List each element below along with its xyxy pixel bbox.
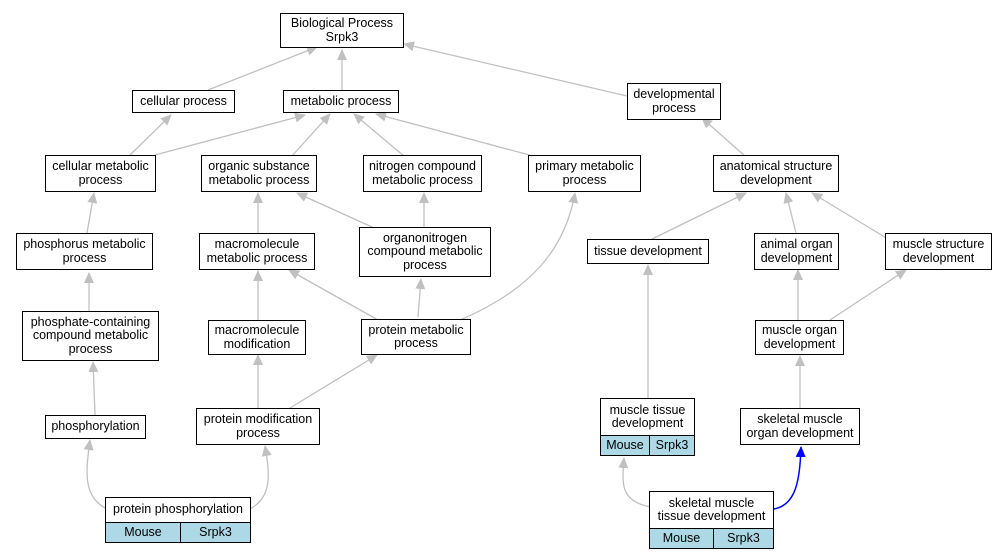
gene-cell: Srpk3 (713, 529, 773, 548)
node-muscle-organ-development[interactable]: muscle organ development (755, 320, 844, 355)
node-macromolecule-modification[interactable]: macromolecule modification (208, 320, 306, 355)
node-label: anatomical structure development (719, 159, 833, 187)
edge (829, 269, 907, 321)
organism-cell: Mouse (650, 529, 713, 548)
node-label: macromolecule metabolic process (206, 237, 308, 265)
node-label: nitrogen compound metabolic process (368, 159, 477, 187)
node-skeletal-muscle-tissue-development[interactable]: skeletal muscle tissue development Mouse… (649, 491, 774, 549)
edge (375, 111, 538, 158)
node-label: metabolic process (290, 93, 392, 108)
node-primary-metabolic-process[interactable]: primary metabolic process (528, 155, 641, 192)
edge (86, 192, 98, 234)
node-cellular-metabolic-process[interactable]: cellular metabolic process (45, 155, 156, 192)
node-label: protein phosphorylation (113, 502, 243, 517)
organism-cell: Mouse (601, 436, 649, 455)
node-developmental-process[interactable]: developmental process (627, 83, 721, 120)
node-macromolecule-metabolic-process[interactable]: macromolecule metabolic process (199, 233, 315, 270)
node-label: skeletal muscle tissue development (657, 495, 766, 523)
node-label: cellular process (140, 93, 227, 108)
node-tissue-development[interactable]: tissue development (587, 239, 709, 264)
node-label: phosphorus metabolic process (23, 237, 146, 265)
node-phosphorus-metabolic-process[interactable]: phosphorus metabolic process (16, 233, 153, 270)
node-label: skeletal muscle organ development (746, 412, 854, 440)
node-label: muscle structure development (892, 237, 985, 265)
node-protein-modification-process[interactable]: protein modification process (196, 408, 320, 445)
edge (288, 269, 379, 321)
node-skeletal-muscle-organ-development[interactable]: skeletal muscle organ development (740, 408, 860, 445)
edge (403, 41, 628, 97)
node-phosphate-containing-compound-metabolic-process[interactable]: phosphate-containing compound metabolic … (22, 311, 159, 361)
edge (154, 112, 306, 156)
highlight-edge (773, 446, 806, 510)
node-label: muscle organ development (761, 323, 838, 351)
edge (701, 117, 747, 158)
node-label: organonitrogen compound metabolic proces… (367, 230, 483, 272)
edge (353, 113, 406, 158)
node-label: organic substance metabolic process (208, 159, 310, 187)
edge (129, 114, 172, 156)
node-label: phosphorylation (51, 419, 140, 434)
gene-cell: Srpk3 (180, 523, 250, 542)
node-label: macromolecule modification (214, 323, 300, 351)
node-protein-phosphorylation[interactable]: protein phosphorylation Mouse Srpk3 (105, 497, 251, 543)
edge (296, 192, 373, 228)
root-gene: Srpk3 (325, 29, 359, 44)
edge (83, 439, 108, 510)
node-muscle-tissue-development[interactable]: muscle tissue development Mouse Srpk3 (600, 398, 695, 456)
node-metabolic-process[interactable]: metabolic process (283, 90, 399, 113)
node-label: protein modification process (203, 412, 313, 440)
node-phosphorylation[interactable]: phosphorylation (45, 415, 146, 439)
gene-cell: Srpk3 (649, 436, 694, 455)
node-organonitrogen-compound-metabolic-process[interactable]: organonitrogen compound metabolic proces… (359, 227, 491, 277)
root-title: Biological Process (290, 16, 394, 30)
edge (415, 278, 426, 318)
edge (459, 192, 579, 321)
node-label: tissue development (594, 243, 702, 258)
node-label: muscle tissue development (609, 402, 686, 430)
node-label: primary metabolic process (535, 159, 634, 187)
organism-cell: Mouse (106, 523, 180, 542)
node-muscle-structure-development[interactable]: muscle structure development (885, 233, 992, 270)
node-cellular-process[interactable]: cellular process (132, 90, 235, 113)
node-animal-organ-development[interactable]: animal organ development (754, 233, 839, 270)
edge (783, 192, 797, 234)
node-label: phosphate-containing compound metabolic … (30, 314, 151, 356)
node-label: cellular metabolic process (52, 159, 149, 187)
node-label: animal organ development (760, 237, 833, 265)
edge (289, 354, 378, 409)
edge (290, 113, 331, 158)
node-anatomical-structure-development[interactable]: anatomical structure development (713, 155, 839, 192)
node-nitrogen-compound-metabolic-process[interactable]: nitrogen compound metabolic process (363, 155, 482, 192)
edge (249, 445, 272, 510)
node-label: developmental process (633, 87, 715, 115)
node-protein-metabolic-process[interactable]: protein metabolic process (361, 319, 471, 355)
edge (811, 192, 889, 240)
edge (651, 192, 747, 240)
node-organic-substance-metabolic-process[interactable]: organic substance metabolic process (201, 155, 317, 192)
node-label: protein metabolic process (368, 322, 464, 350)
edge (88, 361, 99, 416)
edge (207, 46, 318, 91)
edge (618, 457, 651, 508)
